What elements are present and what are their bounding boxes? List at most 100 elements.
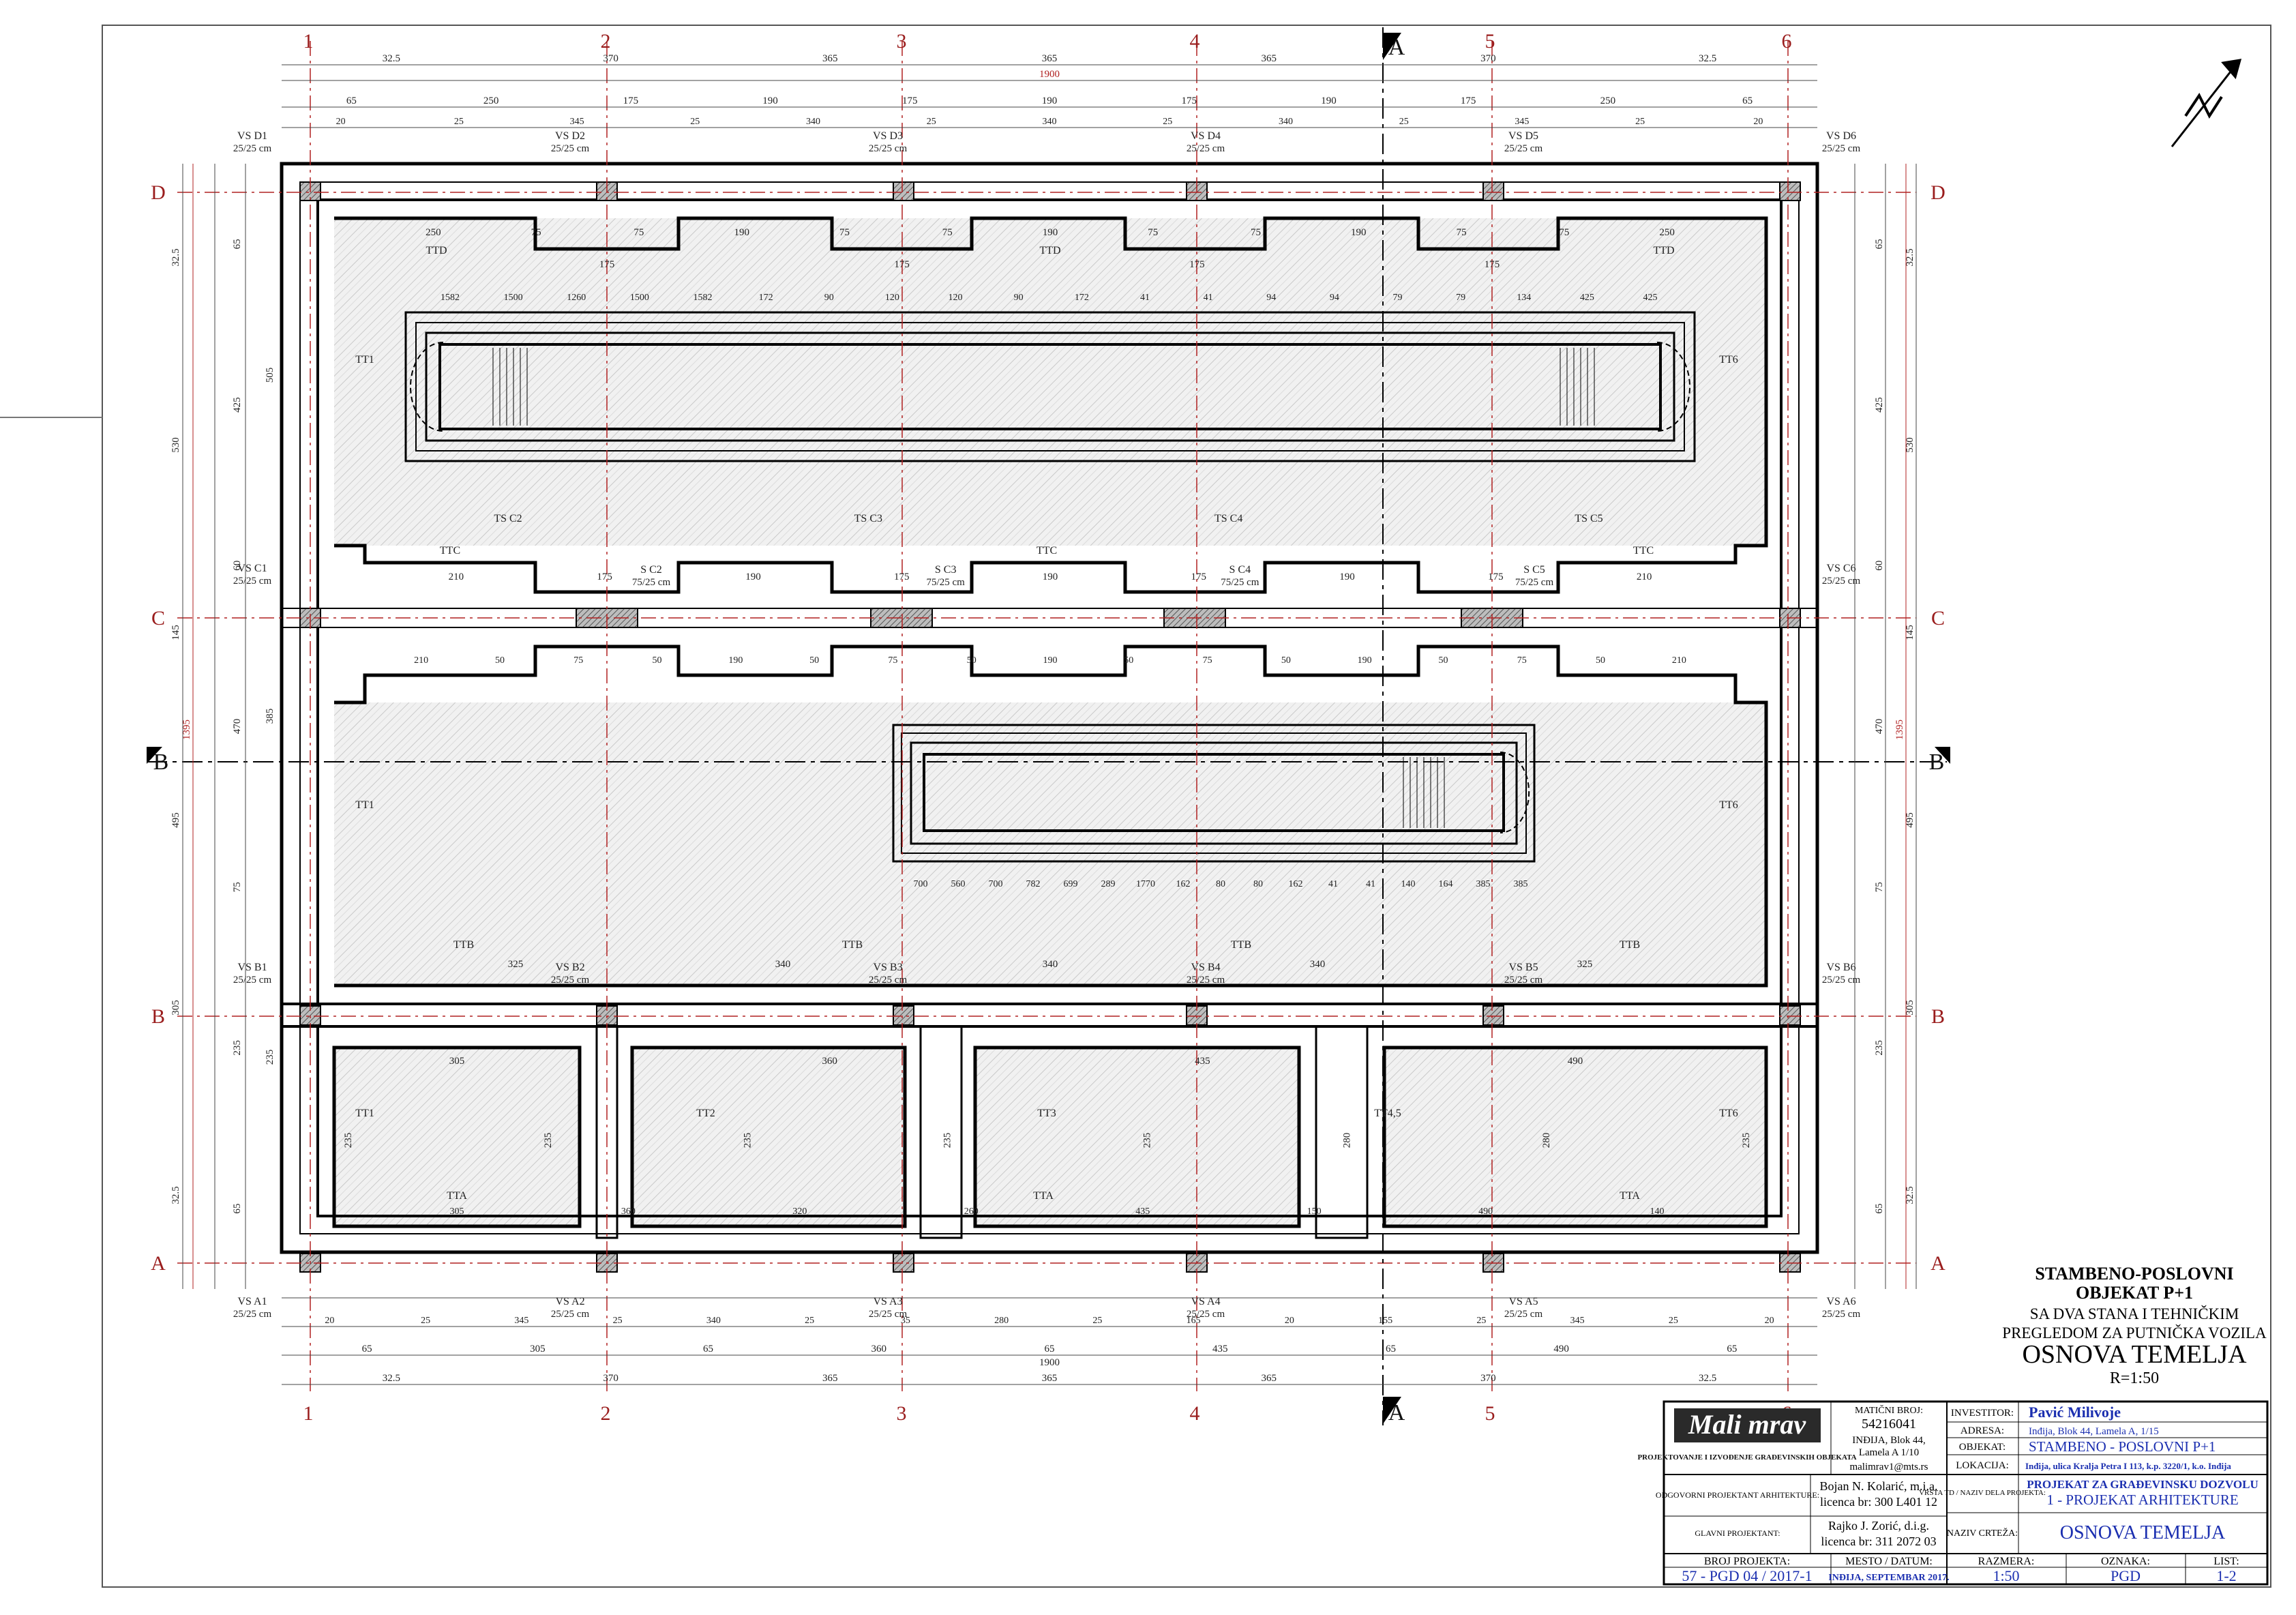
grid-labels: 1 2 3 4 5 6 1 2 3 4 5 6 D C B A D C B A — [151, 30, 1945, 1425]
dim-left-outer-1: 530 — [170, 437, 181, 453]
dim-lower-b-strip-4: 325 — [1577, 959, 1593, 970]
grid-axes — [177, 41, 1916, 1391]
dim-upper-strips-7: 75 — [1148, 227, 1158, 238]
tag-ttc-0: TTC — [440, 545, 460, 557]
grid-row-left-a: A — [151, 1252, 166, 1275]
objekat-label: OBJEKAT: — [1959, 1442, 2006, 1453]
dim-cells-bottom-2: 320 — [792, 1206, 807, 1217]
dim-pit-lower-2: 700 — [989, 879, 1003, 889]
tag-ts-0: TS C2 — [494, 513, 522, 524]
dim-bottom-row1-11: 155 — [1378, 1316, 1392, 1326]
dim-cells-bottom-1: 360 — [621, 1206, 636, 1217]
tag-tt-cells-4: TT6 — [1719, 1108, 1738, 1119]
sheet-frame — [102, 25, 2271, 1588]
dim-bottom-row2-4: 65 — [1045, 1344, 1055, 1354]
grid-col-top-1: 1 — [303, 30, 314, 53]
tag-tt-lower-1: TT6 — [1719, 799, 1738, 811]
dim-mid-strips-5: 175 — [1191, 572, 1207, 582]
dim-mid-lower-6: 75 — [888, 655, 897, 666]
tag-vs-b-size-5: 25/25 cm — [1822, 975, 1861, 986]
upper-slab-hatch — [334, 218, 1766, 546]
dim-right-mid-0: 65 — [1874, 239, 1885, 249]
grid-row-left-b: B — [151, 1005, 165, 1028]
dim-top-row2-4: 175 — [902, 95, 918, 106]
tag-vs-b-0: VS B1 — [237, 962, 267, 973]
dim-bottom-row2-0: 65 — [362, 1344, 372, 1354]
dim-pit-upper-10: 172 — [1075, 293, 1089, 303]
dim-bottom-row1-8: 25 — [1092, 1316, 1102, 1326]
dim-mid-lower-8: 190 — [1043, 655, 1058, 666]
dim-left-mid-2: 60 — [232, 561, 243, 571]
title-scale: R=1:50 — [2110, 1369, 2159, 1387]
north-arrow-icon — [2171, 59, 2242, 147]
tag-ttd-1: TTD — [1039, 245, 1060, 256]
tag-vs-bottom-4: VS A5 — [1508, 1296, 1538, 1307]
dim-left-inner-1: 385 — [265, 709, 275, 724]
dim-mid-lower-4: 190 — [728, 655, 743, 666]
tag-ts-2: TS C4 — [1214, 513, 1242, 524]
tag-s-size-3: 75/25 cm — [1515, 577, 1554, 588]
dim-mid-lower-11: 50 — [1281, 655, 1291, 666]
tag-vs-b-5: VS B6 — [1826, 962, 1855, 973]
tag-vs-bottom-size-0: 25/25 cm — [233, 1309, 272, 1320]
dim-top-axis-1: 370 — [603, 53, 618, 64]
dim-mid-strips-8: 210 — [1637, 572, 1652, 582]
dim-pit-upper-4: 1582 — [694, 293, 713, 303]
tag-vs-top-size-1: 25/25 cm — [551, 143, 590, 154]
dim-bottom-axis-1: 370 — [603, 1373, 618, 1384]
dim-bottom-row1-1: 25 — [421, 1316, 430, 1326]
dim-lower-b-strip-3: 340 — [1310, 959, 1326, 970]
tag-vs-top-1: VS D2 — [555, 130, 585, 142]
dim-top-row2-3: 190 — [762, 95, 778, 106]
mb-label: MATIČNI BROJ: — [1855, 1404, 1923, 1416]
dim-pit-upper-7: 120 — [885, 293, 899, 303]
dim-mid-lower-2: 75 — [573, 655, 583, 666]
dim-bottom-axis-6: 32.5 — [1699, 1373, 1716, 1384]
dim-top-row2-5: 190 — [1042, 95, 1058, 106]
adresa-label: ADRESA: — [1960, 1425, 2004, 1436]
dim-cells-side-0: 235 — [343, 1133, 354, 1149]
dim-mid-lower-3: 50 — [653, 655, 662, 666]
dim-pit-lower-5: 289 — [1101, 879, 1116, 889]
adresa-value: Inđija, Blok 44, Lamela A, 1/15 — [2029, 1426, 2159, 1437]
section-lines — [147, 27, 1947, 1425]
dim-right-outer-1: 530 — [1905, 437, 1915, 453]
title-block-logo: Mali mrav PROJEKTOVANJE I IZVOĐENJE GRAĐ… — [1637, 1408, 1857, 1462]
dim-pit-lower-3: 782 — [1026, 879, 1041, 889]
dim-left-mid-4: 75 — [232, 882, 243, 892]
dim-pit-lower-8: 80 — [1216, 879, 1225, 889]
dim-bottom-axis-0: 32.5 — [383, 1373, 400, 1384]
dim-pit-upper-17: 134 — [1517, 293, 1531, 303]
dim-cells-top-3: 490 — [1568, 1056, 1583, 1067]
dim-left-mid-5: 235 — [232, 1040, 243, 1056]
tag-vs-mid-size-0: 25/25 cm — [233, 576, 272, 587]
tag-tta-2: TTA — [1620, 1190, 1640, 1202]
tag-s-size-2: 75/25 cm — [1221, 577, 1259, 588]
odg-name: Bojan N. Kolarić, m.i.a. — [1820, 1479, 1938, 1493]
tag-vs-top-size-0: 25/25 cm — [233, 143, 272, 154]
tag-vs-top-2: VS D3 — [873, 130, 903, 142]
list-label: LIST: — [2213, 1556, 2239, 1567]
title-line-2: OBJEKAT P+1 — [2076, 1283, 2193, 1303]
dim-pit-lower-13: 140 — [1401, 879, 1416, 889]
tag-tt-cells-0: TT1 — [355, 1108, 374, 1119]
company-address-2: Lamela A 1/10 — [1859, 1447, 1919, 1458]
dim-right-outer-0: 32.5 — [1905, 248, 1915, 266]
dim-top-axis-0: 32.5 — [383, 53, 400, 64]
dim-pit-upper-16: 79 — [1456, 293, 1465, 303]
odg-licence: licenca br: 300 L401 12 — [1820, 1495, 1937, 1509]
grid-col-bottom-2: 2 — [601, 1402, 611, 1425]
tag-vs-top-4: VS D5 — [1508, 130, 1538, 142]
tag-ts-3: TS C5 — [1575, 513, 1602, 524]
mesto-label: MESTO / DATUM: — [1845, 1556, 1933, 1567]
tag-tt-cells-3: TT4,5 — [1374, 1108, 1401, 1119]
grid-row-right-c: C — [1931, 607, 1945, 629]
grid-col-bottom-5: 5 — [1485, 1402, 1495, 1425]
tag-vs-bottom-0: VS A1 — [237, 1296, 267, 1307]
dim-pit-upper-0: 1582 — [441, 293, 460, 303]
tag-tt-lower-0: TT1 — [355, 799, 374, 811]
dim-left-inner-2: 235 — [265, 1050, 275, 1065]
dim-top-row2-10: 65 — [1742, 95, 1753, 106]
